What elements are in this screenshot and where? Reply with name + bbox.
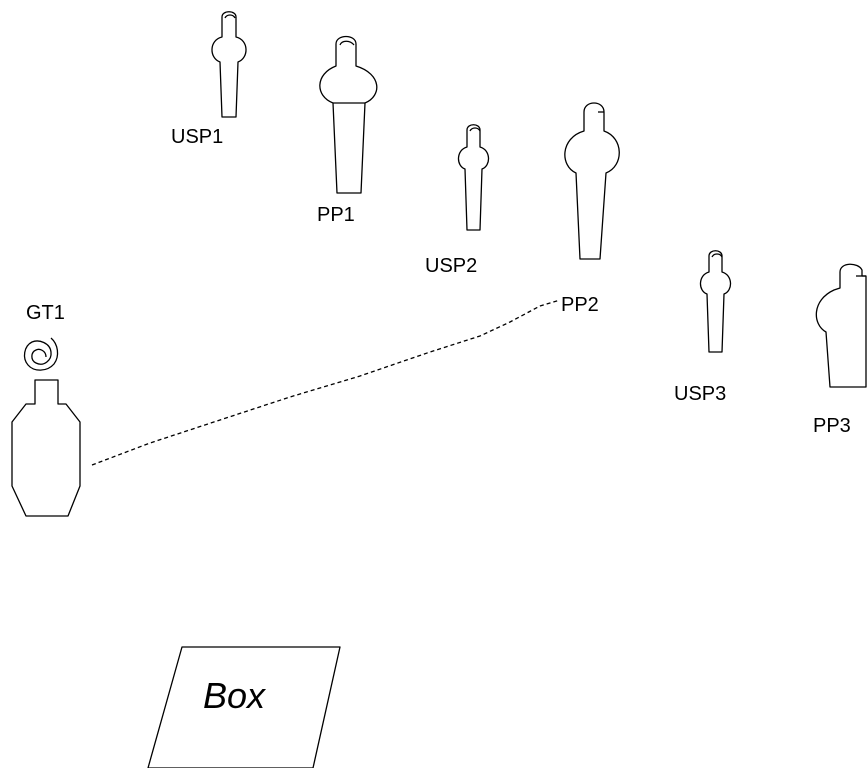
usp2-target	[457, 124, 490, 231]
pp2-target	[564, 102, 620, 260]
dashed-route-line	[91, 299, 561, 466]
pp3-label: PP3	[813, 415, 851, 437]
gt1-target	[11, 379, 81, 517]
pp1-label: PP1	[317, 204, 355, 226]
gt1-label: GT1	[26, 302, 65, 324]
usp1-label: USP1	[171, 126, 224, 148]
usp2-label: USP2	[425, 255, 478, 277]
spiral-icon	[23, 337, 59, 371]
pp2-label: PP2	[561, 294, 599, 316]
usp3-target	[699, 250, 732, 353]
usp1-target	[211, 11, 247, 118]
pp3-target	[815, 263, 867, 388]
box-label: Box	[203, 675, 266, 716]
pp1-target	[319, 35, 378, 194]
usp3-label: USP3	[674, 383, 727, 405]
